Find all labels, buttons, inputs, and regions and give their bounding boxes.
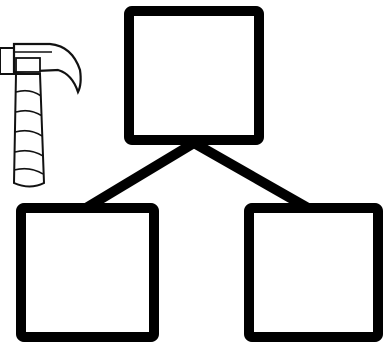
hammer-handle xyxy=(14,74,44,187)
node-top xyxy=(129,11,259,140)
connectors xyxy=(86,143,308,208)
node-bottom-left xyxy=(21,208,154,337)
node-bottom-right xyxy=(249,208,378,337)
edge-top-to-bottom-left xyxy=(86,143,194,208)
edge-top-to-bottom-right xyxy=(194,143,308,208)
hammer-icon xyxy=(0,44,81,187)
